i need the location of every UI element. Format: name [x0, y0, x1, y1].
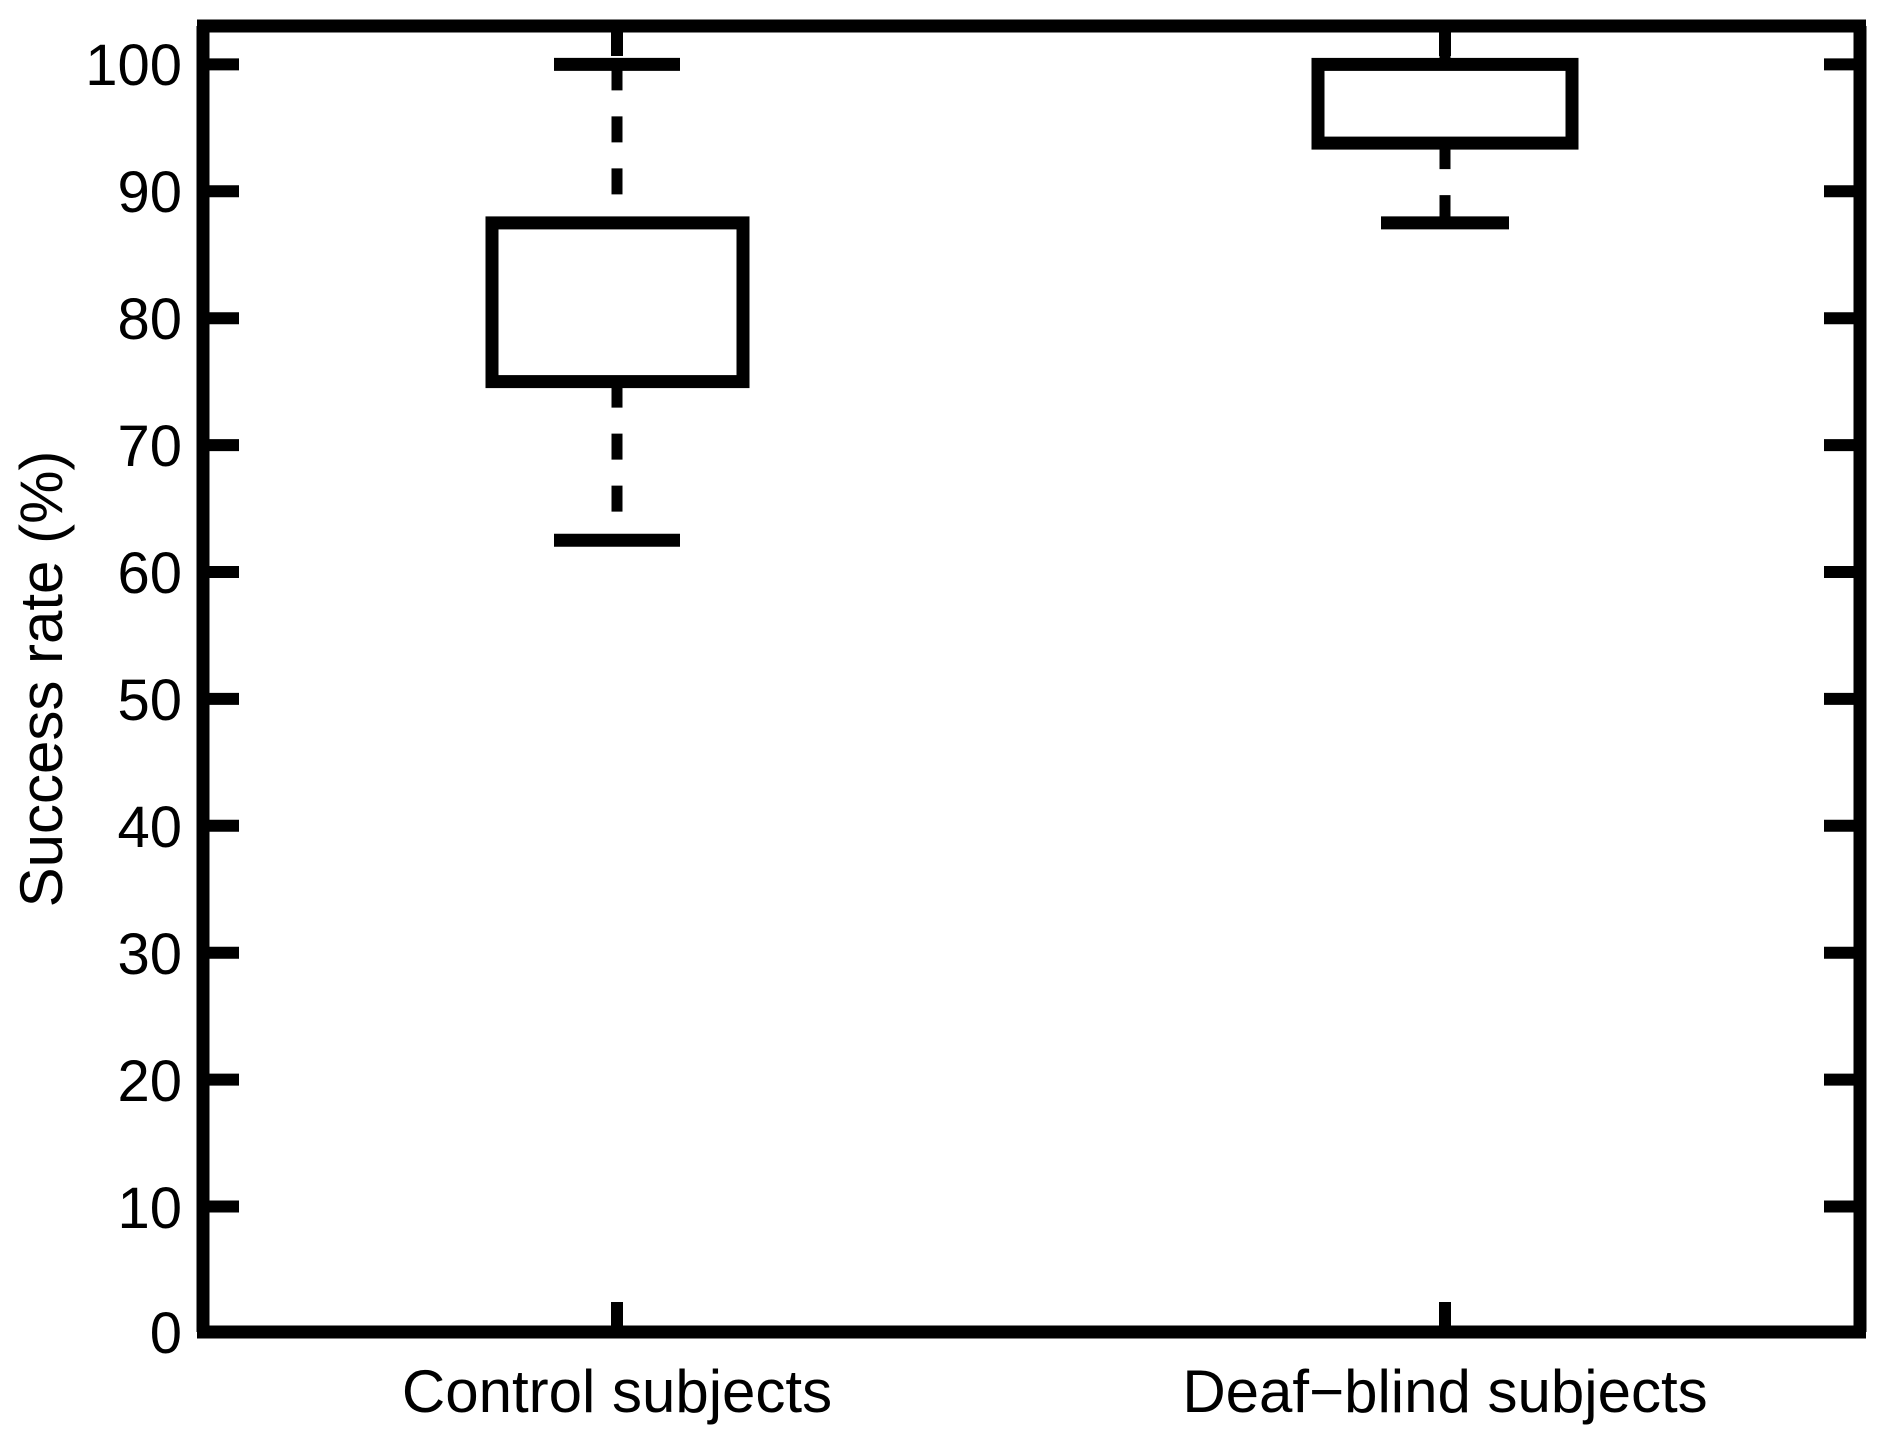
y-tick-label-50: 50 [117, 668, 182, 733]
x-tick-label-deaf-blind-subjects: Deaf−blind subjects [1182, 1358, 1707, 1425]
y-tick-label-70: 70 [117, 414, 182, 479]
box-deaf-blind-subjects [1311, 47, 1579, 230]
y-tick-label-20: 20 [117, 1049, 182, 1114]
y-axis-ticks [203, 58, 1860, 1213]
y-axis-tick-labels: 100 90 80 70 60 50 40 30 20 10 0 [85, 33, 182, 1366]
axis-spines [196, 19, 1867, 1339]
plot-area-background [203, 26, 1860, 1332]
x-tick-label-control-subjects: Control subjects [402, 1358, 832, 1425]
y-tick-label-10: 10 [117, 1176, 182, 1241]
y-tick-label-90: 90 [117, 160, 182, 225]
y-tick-label-60: 60 [117, 541, 182, 606]
y-tick-label-100: 100 [85, 33, 182, 98]
y-tick-label-0: 0 [150, 1301, 182, 1366]
y-tick-label-30: 30 [117, 922, 182, 987]
y-axis-title: Success rate (%) [8, 451, 75, 908]
box-control-subjects [485, 57, 750, 547]
y-tick-label-80: 80 [117, 287, 182, 352]
x-axis-ticks [611, 26, 1451, 1332]
iqr-box-deaf-blind [1311, 57, 1579, 150]
y-tick-label-40: 40 [117, 795, 182, 860]
iqr-box-control [485, 216, 750, 389]
